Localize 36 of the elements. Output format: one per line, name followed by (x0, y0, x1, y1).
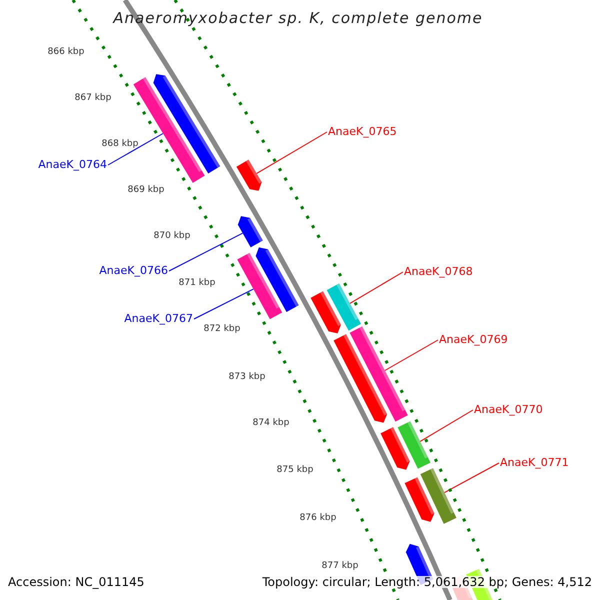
leader-line (444, 462, 500, 494)
gene-segment (236, 160, 262, 191)
map-title: Anaeromyxobacter sp. K, complete genome (113, 10, 483, 26)
gene-segment (398, 421, 430, 469)
scale-label: 875 kbp (276, 466, 314, 474)
scale-label: 868 kbp (102, 140, 138, 148)
gene-label: AnaeK_0765 (328, 126, 397, 136)
accession-text: Accession: NC_011145 (8, 576, 144, 588)
gene-label: AnaeK_0764 (38, 158, 107, 170)
leader-line (384, 340, 438, 371)
gene-segment (350, 326, 408, 422)
gene-segment (420, 468, 456, 524)
leader-line (420, 410, 474, 442)
scale-label: 872 kbp (204, 324, 240, 334)
scale-label: 877 kbp (322, 562, 358, 570)
scale-label: 866 kbp (48, 48, 84, 56)
scale-label: 873 kbp (228, 372, 266, 382)
gene-label: AnaeK_0770 (474, 404, 543, 414)
gene-label: AnaeK_0766 (99, 264, 168, 276)
gene-segment (238, 216, 263, 248)
scale-label: 867 kbp (74, 94, 112, 102)
leader-line (349, 272, 404, 304)
scale-label: 870 kbp (154, 232, 190, 240)
gene-label: AnaeK_0767 (124, 312, 193, 324)
gene-label: AnaeK_0769 (439, 334, 508, 344)
scale-label: 874 kbp (252, 418, 290, 428)
gene-label: AnaeK_0768 (404, 266, 473, 276)
gene-label: AnaeK_0771 (500, 456, 569, 468)
scale-label: 871 kbp (178, 278, 216, 288)
leader-line (108, 133, 164, 166)
gene-segment (326, 283, 361, 331)
leader-line (168, 232, 244, 272)
scale-label: 876 kbp (300, 514, 336, 522)
leader-line (256, 132, 328, 174)
leader-line (194, 288, 254, 320)
gene-segment (237, 252, 282, 320)
